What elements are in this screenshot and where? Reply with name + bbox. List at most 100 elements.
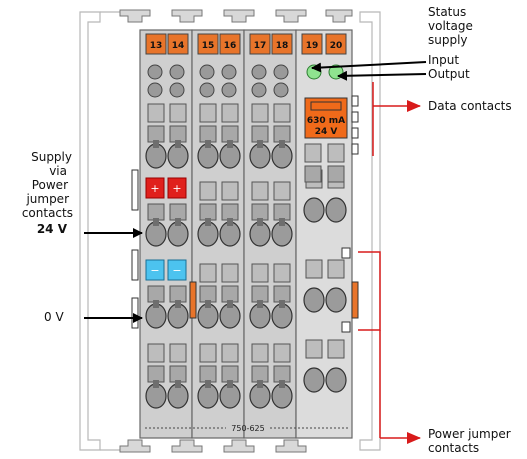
label-supply-via-2: via [49, 164, 67, 178]
wire-entry [273, 365, 291, 383]
release-slot [221, 343, 239, 363]
label-supply-via-4: jumper [26, 192, 69, 206]
wire-entry [199, 285, 217, 303]
right-release-slot [305, 339, 323, 359]
release-slot [221, 263, 239, 283]
housing-rail [79, 11, 381, 451]
top-clips [119, 9, 353, 23]
release-slot [221, 181, 239, 201]
clamp-notch [205, 300, 211, 308]
wire-entry [251, 365, 269, 383]
wire-entry [251, 125, 269, 143]
terminal-number: 17 [254, 41, 267, 51]
terminal-number: 15 [202, 41, 215, 51]
callout-lines [84, 61, 427, 323]
terminal-18: 18 [271, 33, 293, 55]
label-status: Status [428, 5, 467, 19]
plus-jumper-1 [145, 177, 165, 199]
terminal-label-box [197, 33, 219, 55]
label-zero-v: 0 V [44, 310, 64, 324]
terminal-label-box [301, 33, 323, 55]
terminal-number: 13 [150, 41, 163, 51]
label-supply-via-5: contacts [21, 206, 73, 220]
clamp-notch [205, 380, 211, 388]
indicator-led-1 [147, 64, 163, 80]
wire-entry [147, 285, 165, 303]
clamp-notch [175, 140, 181, 148]
right-clamp-opening [303, 197, 325, 223]
wire-entry [199, 365, 217, 383]
terminal-15: 15 [197, 33, 219, 55]
fuse-block: 630 mA 24 V [304, 97, 348, 139]
indicator-led-lower-6 [273, 82, 289, 98]
release-slot [147, 103, 165, 123]
release-slot [273, 343, 291, 363]
wire-entry [221, 285, 239, 303]
wire-entry [221, 203, 239, 221]
clamp-notch [205, 218, 211, 226]
wire-entry [147, 125, 165, 143]
terminal-label-box [219, 33, 241, 55]
clamp-notch [257, 218, 263, 226]
label-supply-24v: 24 V [36, 222, 67, 236]
clamp-notch [153, 218, 159, 226]
label-data-contacts: Data contacts [428, 99, 512, 113]
clamp-notch [227, 218, 233, 226]
release-slot [169, 343, 187, 363]
terminal-17: 17 [249, 33, 271, 55]
label-voltage: voltage [428, 19, 473, 33]
label-power-jumper-contacts: contacts [428, 441, 480, 455]
clamp-notch [279, 300, 285, 308]
minus-jumper-2 [167, 259, 187, 281]
minus-jumper-contacts: − − [145, 259, 187, 281]
wire-entry [273, 285, 291, 303]
wire-entry [251, 285, 269, 303]
right-module-slots [304, 143, 345, 183]
minus-jumper-1 [145, 259, 165, 281]
wire-entry [199, 203, 217, 221]
release-slot [221, 103, 239, 123]
clamp-notch [175, 300, 181, 308]
terminal-label-box [145, 33, 167, 55]
clamp-notch [153, 300, 159, 308]
fuse-voltage: 24 V [315, 127, 338, 137]
label-output: Output [428, 67, 470, 81]
indicator-led-lower-4 [221, 82, 237, 98]
plus-mark-2: + [172, 182, 181, 195]
terminal-13: 13 [145, 33, 167, 55]
wire-entry [273, 203, 291, 221]
release-slot [199, 343, 217, 363]
wire-entry [169, 203, 187, 221]
clamp-notch [257, 140, 263, 148]
terminal-label-box [249, 33, 271, 55]
clamp-notch [257, 300, 263, 308]
wire-entry [199, 125, 217, 143]
release-slot [251, 103, 269, 123]
terminal-number: 20 [330, 41, 343, 51]
red-bracket-lines [358, 82, 421, 444]
clamp-notch [257, 380, 263, 388]
right-clamp-opening [325, 367, 347, 393]
right-clamp-opening [303, 367, 325, 393]
release-slot [251, 263, 269, 283]
clamp-notch [279, 380, 285, 388]
indicator-led-4 [221, 64, 237, 80]
right-clamp-opening [325, 287, 347, 313]
release-slot [199, 263, 217, 283]
terminal-19: 19 [301, 33, 323, 55]
release-slot [199, 103, 217, 123]
release-slot [147, 343, 165, 363]
module-part-label: 750-625 [231, 424, 264, 433]
terminal-number: 14 [172, 41, 185, 51]
wire-entry [221, 365, 239, 383]
indicator-led-lower-2 [169, 82, 185, 98]
terminal-number: 19 [306, 41, 319, 51]
indicator-led-5 [251, 64, 267, 80]
clamp-notch [227, 380, 233, 388]
plus-jumper-2 [167, 177, 187, 199]
minus-mark-1: − [150, 264, 159, 277]
release-slot [273, 263, 291, 283]
terminal-number: 16 [224, 41, 237, 51]
clamp-notch [227, 300, 233, 308]
